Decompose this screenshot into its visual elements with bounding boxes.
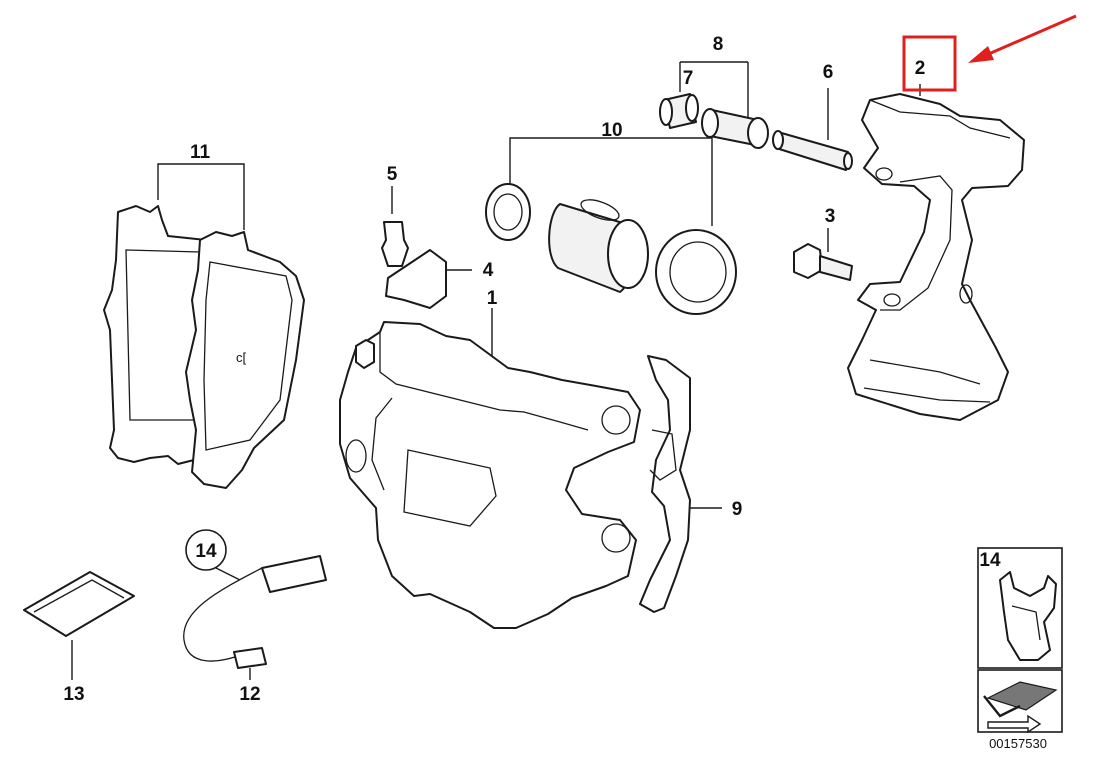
callout-5: 5 xyxy=(387,164,398,185)
arrow-icon xyxy=(983,681,1058,734)
inset-callout-14: 14 xyxy=(979,550,1001,571)
anti-rattle-spring: 9 xyxy=(639,355,743,613)
piston-kit: 10 xyxy=(485,120,737,315)
highlight-arrow-head xyxy=(968,46,994,63)
diagram-number: 00157530 xyxy=(989,736,1047,751)
callout-12: 12 xyxy=(239,684,260,705)
callout-1: 1 xyxy=(487,288,498,309)
callout-10: 10 xyxy=(601,120,622,141)
callout-14-circle xyxy=(185,529,227,571)
callout-3: 3 xyxy=(825,206,836,227)
callout-7: 7 xyxy=(683,68,694,89)
callout-8: 8 xyxy=(713,34,724,55)
brake-pads: c[ 11 xyxy=(103,142,305,489)
guide-bolt: 6 xyxy=(772,62,853,171)
pad-mark: c[ xyxy=(236,350,247,365)
callout-2: 2 xyxy=(915,58,926,79)
carrier-bolt: 3 xyxy=(793,206,853,281)
callout-4: 4 xyxy=(483,260,494,281)
wear-sensor: 14 12 xyxy=(183,529,327,705)
highlight-part-2: 2 xyxy=(902,14,1077,92)
callout-11: 11 xyxy=(190,142,211,163)
leader-11 xyxy=(157,163,245,230)
callout-9: 9 xyxy=(732,499,743,520)
inset-panel: 14 00157530 xyxy=(977,547,1063,751)
callout-14: 14 xyxy=(195,541,217,562)
highlight-box xyxy=(902,35,957,92)
callout-6: 6 xyxy=(823,62,834,83)
caliper-housing: 1 xyxy=(339,288,641,629)
highlight-arrow-shaft xyxy=(983,14,1077,58)
callout-13: 13 xyxy=(63,684,84,705)
guide-sleeve-kit: 8 7 xyxy=(659,34,769,149)
grease-packet: 13 xyxy=(23,571,135,705)
caliper-carrier xyxy=(847,84,1025,421)
bleed-screw: 5 4 xyxy=(381,164,494,309)
